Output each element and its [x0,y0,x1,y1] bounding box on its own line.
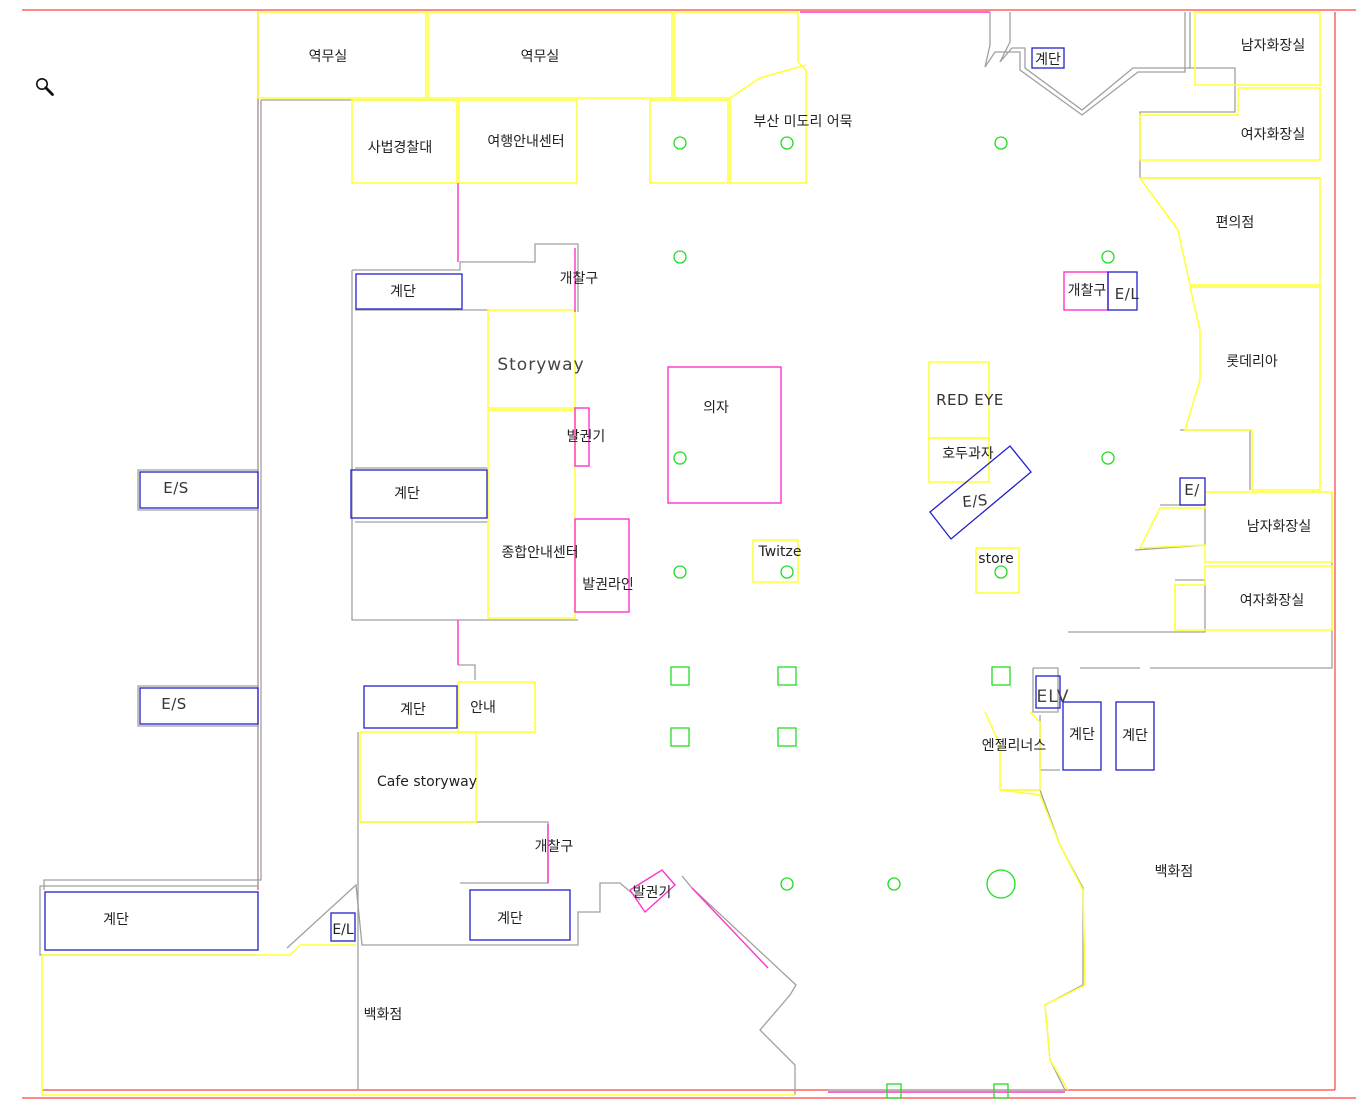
label-gate-upper-left[interactable]: 개찰구 [560,271,599,287]
gate-lines [457,11,1109,1093]
label-escalator-right-partial[interactable]: E/ [1184,481,1200,499]
label-tour-info[interactable]: 여행안내센터 [487,134,564,150]
label-ticket-line[interactable]: 발권라인 [582,577,634,593]
label-convenience-store[interactable]: 편의점 [1216,215,1255,231]
label-stairs-left-upper[interactable]: 계단 [390,284,416,300]
label-elevator-bottom[interactable]: E/L [332,922,354,938]
label-mens-restroom-top[interactable]: 남자화장실 [1241,38,1305,54]
label-stairs-right-2[interactable]: 계단 [1122,728,1148,744]
pillars [670,136,1115,1099]
label-stairs-info[interactable]: 계단 [400,702,426,718]
label-elevator-right[interactable]: E/L [1115,285,1140,303]
label-stairs-top[interactable]: 계단 [1035,52,1061,68]
label-busan-eomuk[interactable]: 부산 미도리 어묵 [753,114,852,130]
label-station-office-1[interactable]: 역무실 [309,49,348,65]
label-station-office-2[interactable]: 역무실 [521,49,560,65]
label-ticket-machine-1[interactable]: 발권기 [567,429,606,445]
room-labels: 역무실 역무실 사법경찰대 여행안내센터 부산 미도리 어묵 편의점 남자화장실… [309,38,1312,1023]
label-walnut-cake[interactable]: 호두과자 [942,446,994,462]
label-twitze[interactable]: Twitze [757,544,801,560]
walls [39,12,1333,1095]
label-lotteria[interactable]: 롯데리아 [1226,354,1278,370]
label-mens-restroom-mid[interactable]: 남자화장실 [1247,519,1311,535]
label-womens-restroom-top[interactable]: 여자화장실 [1241,127,1305,143]
shop-outlines [41,11,1333,1096]
label-escalator-left-1[interactable]: E/S [163,479,189,497]
label-chairs[interactable]: 의자 [703,400,729,416]
label-department-store-bottom[interactable]: 백화점 [364,1007,403,1023]
label-police[interactable]: 사법경찰대 [368,140,432,156]
search-icon[interactable] [34,76,56,98]
label-angel-in-us[interactable]: 엔젤리너스 [982,738,1047,754]
label-store[interactable]: store [978,551,1013,567]
label-stairs-right-1[interactable]: 계단 [1069,727,1095,743]
label-storyway[interactable]: Storyway [497,355,584,375]
label-department-store-right[interactable]: 백화점 [1155,864,1194,880]
label-ticket-machine-2[interactable]: 발권기 [633,885,672,901]
label-gate-lower[interactable]: 개찰구 [535,839,574,855]
label-elv[interactable]: ELV [1037,687,1070,707]
label-stairs-bottom-left[interactable]: 계단 [103,912,129,928]
label-cafe-storyway[interactable]: Cafe storyway [377,774,477,790]
label-info[interactable]: 안내 [470,700,496,716]
label-womens-restroom-mid[interactable]: 여자화장실 [1240,593,1304,609]
label-gate-right[interactable]: 개찰구 [1068,283,1107,299]
label-red-eye[interactable]: RED EYE [936,391,1004,409]
stairs-escalators [44,47,1206,951]
label-stairs-left-mid[interactable]: 계단 [394,486,420,502]
label-stairs-lower[interactable]: 계단 [497,911,523,927]
label-general-info[interactable]: 종합안내센터 [501,545,578,561]
outer-boundary [22,9,1356,1099]
facility-labels: 계단 계단 계단 계단 계단 계단 계단 계단 E/S E/S E/S E/L … [103,52,1200,938]
label-escalator-left-2[interactable]: E/S [161,695,187,713]
label-escalator-center[interactable]: E/S [962,491,989,511]
